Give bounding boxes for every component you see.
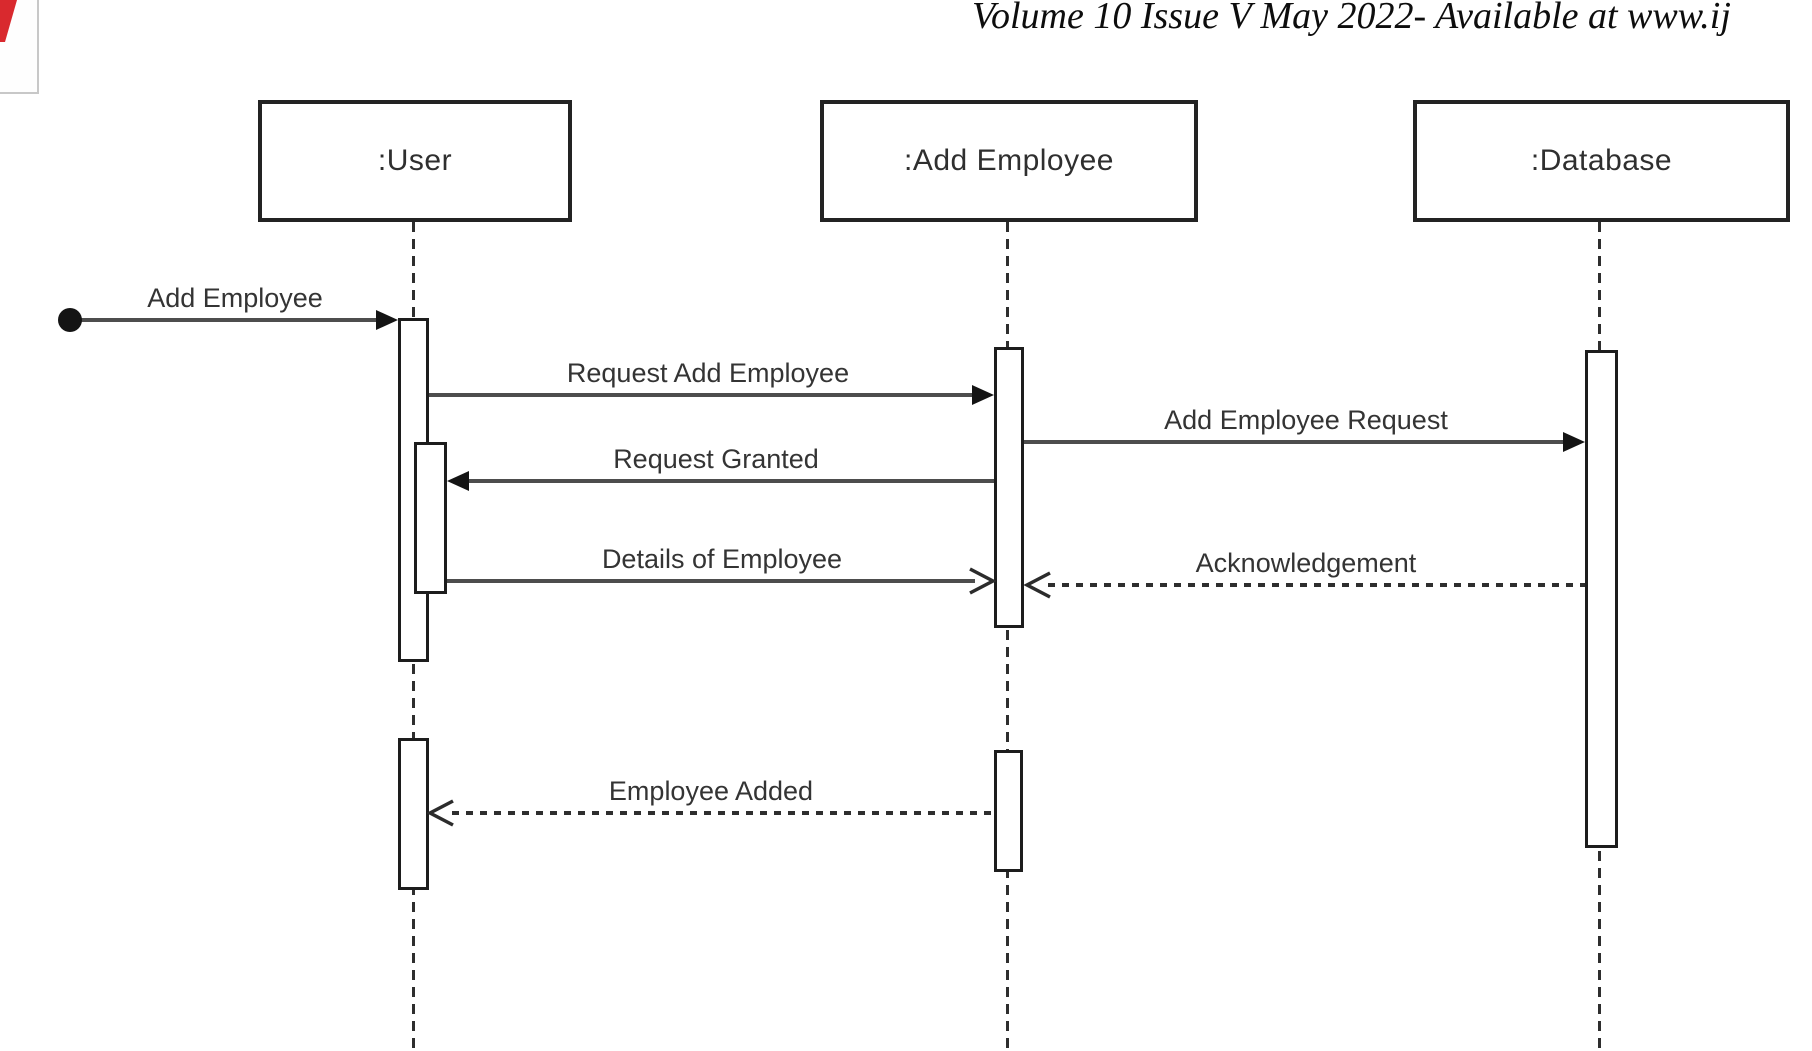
start-node-circle bbox=[58, 308, 82, 332]
lifeline-head-database: :Database bbox=[1413, 100, 1790, 222]
message-line-request-add-employee bbox=[429, 393, 974, 397]
arrowhead-request-granted bbox=[447, 471, 469, 491]
lifeline-head-add-employee: :Add Employee bbox=[820, 100, 1198, 222]
activation-bar-add-employee-2 bbox=[994, 750, 1023, 872]
message-line-add-employee bbox=[80, 318, 380, 322]
message-line-acknowledgement bbox=[1048, 583, 1585, 587]
message-line-add-employee-request bbox=[1024, 440, 1564, 444]
arrowhead-add-employee-request bbox=[1563, 432, 1585, 452]
arrowhead-acknowledgement bbox=[1024, 571, 1051, 599]
activation-bar-user-2 bbox=[398, 738, 429, 890]
message-line-request-granted bbox=[467, 479, 994, 483]
message-label-acknowledgement: Acknowledgement bbox=[1195, 548, 1417, 578]
message-label-employee-added: Employee Added bbox=[608, 776, 814, 806]
message-label-request-granted: Request Granted bbox=[613, 444, 819, 474]
activation-bar-add-employee-1 bbox=[994, 347, 1024, 628]
arrowhead-details-of-employee bbox=[969, 567, 996, 595]
journal-logo-fragment bbox=[0, 0, 39, 94]
activation-bar-user-nested bbox=[414, 442, 447, 594]
journal-volume-header: Volume 10 Issue V May 2022- Available at… bbox=[972, 0, 1731, 37]
arrowhead-request-add-employee bbox=[972, 385, 994, 405]
message-label-add-employee: Add Employee bbox=[147, 283, 323, 313]
lifeline-label-add-employee: :Add Employee bbox=[904, 144, 1114, 177]
message-label-details-of-employee: Details of Employee bbox=[601, 544, 843, 574]
message-line-details-of-employee bbox=[447, 579, 975, 583]
lifeline-head-user: :User bbox=[258, 100, 572, 222]
arrowhead-employee-added bbox=[427, 799, 454, 827]
activation-bar-database bbox=[1585, 350, 1618, 848]
message-label-request-add-employee: Request Add Employee bbox=[566, 358, 850, 388]
message-label-add-employee-request: Add Employee Request bbox=[1164, 405, 1448, 435]
lifeline-label-user: :User bbox=[377, 144, 453, 177]
lifeline-label-database: :Database bbox=[1530, 144, 1673, 177]
arrowhead-add-employee bbox=[376, 310, 398, 330]
message-line-employee-added bbox=[452, 811, 994, 815]
lifeline-add-employee bbox=[1006, 222, 1009, 1051]
logo-red-swoosh-icon bbox=[0, 0, 17, 42]
